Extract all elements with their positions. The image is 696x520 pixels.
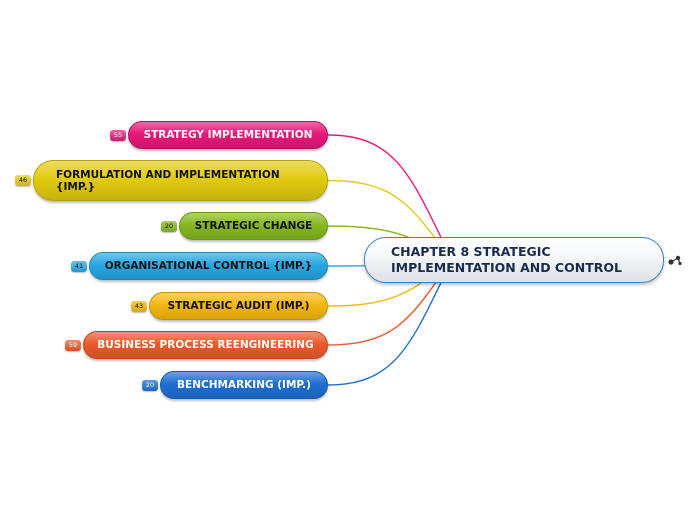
connector-line: [327, 259, 453, 386]
topic-label: STRATEGIC AUDIT (IMP.): [167, 300, 310, 312]
subtopic-count-badge[interactable]: 59: [65, 339, 81, 351]
subtopic-count-badge[interactable]: 20: [161, 220, 177, 232]
topic-label: BUSINESS PROCESS REENGINEERING: [97, 339, 314, 351]
topic-label: BENCHMARKING (IMP.): [177, 379, 311, 391]
topic-label: STRATEGY IMPLEMENTATION: [143, 129, 313, 141]
subtopic-count-badge[interactable]: 43: [131, 300, 147, 312]
central-topic-line-2: IMPLEMENTATION AND CONTROL: [391, 260, 622, 275]
topic-node[interactable]: STRATEGY IMPLEMENTATION: [128, 121, 328, 149]
central-topic[interactable]: CHAPTER 8 STRATEGIC IMPLEMENTATION AND C…: [364, 237, 664, 283]
subtopic-count-badge[interactable]: 41: [71, 260, 87, 272]
topic-node[interactable]: STRATEGIC AUDIT (IMP.): [149, 292, 328, 320]
subtopic-count-badge[interactable]: 20: [142, 379, 158, 391]
mindmeister-logo-icon: [668, 255, 682, 266]
topic-label: STRATEGIC CHANGE: [194, 220, 313, 232]
topic-node[interactable]: STRATEGIC CHANGE: [179, 212, 328, 240]
topic-node[interactable]: BENCHMARKING (IMP.): [160, 371, 328, 399]
topic-node[interactable]: BUSINESS PROCESS REENGINEERING: [83, 331, 328, 359]
connector-line: [327, 134, 453, 261]
topic-label: FORMULATION AND IMPLEMENTATION {IMP.}: [56, 168, 280, 193]
central-topic-line-1: CHAPTER 8 STRATEGIC: [391, 244, 551, 259]
topic-label: ORGANISATIONAL CONTROL {IMP.}: [104, 260, 313, 272]
subtopic-count-badge[interactable]: 55: [110, 129, 126, 141]
topic-node[interactable]: FORMULATION AND IMPLEMENTATION {IMP.}: [33, 160, 328, 201]
topic-node[interactable]: ORGANISATIONAL CONTROL {IMP.}: [89, 252, 328, 280]
subtopic-count-badge[interactable]: 46: [15, 175, 31, 186]
